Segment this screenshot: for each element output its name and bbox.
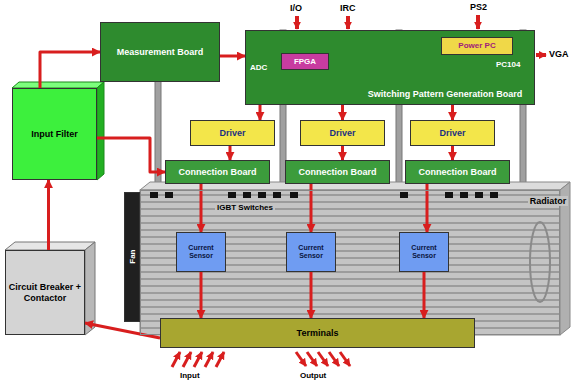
node-label: Current Sensor (402, 244, 446, 260)
power-arrow (341, 146, 344, 160)
current-sensor: Current Sensor (286, 232, 336, 272)
connection-board: Connection Board (405, 160, 510, 184)
input-arrow (205, 352, 213, 367)
input-arrow (172, 352, 180, 367)
power-arrow (259, 105, 262, 120)
power-arrow (451, 105, 454, 120)
igbt-switch (150, 192, 158, 198)
igbt-switch (165, 192, 173, 198)
power-arrow (220, 55, 245, 58)
signal-label: ADC (250, 63, 267, 72)
driver-board: Driver (190, 120, 275, 146)
power-arrow (40, 52, 100, 88)
node-label: Current Sensor (179, 244, 223, 260)
connection-board: Connection Board (165, 160, 270, 184)
signal-arrow (536, 53, 546, 57)
signal-arrow (476, 15, 480, 29)
current-sensor: Current Sensor (399, 232, 449, 272)
node-label: Input Filter (31, 129, 78, 139)
signal-label: PS2 (470, 2, 487, 12)
signal-label: PC104 (496, 60, 520, 69)
signal-arrow (295, 16, 299, 29)
node-label: Radiator (528, 196, 569, 206)
connection-board: Connection Board (285, 160, 390, 184)
node-label: Driver (329, 128, 355, 138)
radiator-fins (140, 190, 560, 335)
signal-label: I/O (290, 3, 302, 13)
node-label: Current Sensor (289, 244, 333, 260)
input-arrow (183, 352, 191, 367)
igbt-switch (460, 192, 468, 198)
input-filter-box: Input Filter (12, 88, 97, 180)
node-label: Connection Board (299, 167, 377, 177)
power-arrow (47, 180, 50, 250)
node-label: Power PC (458, 41, 495, 50)
signal-label: VGA (549, 49, 569, 59)
switching-board: Switching Pattern Generation Board FPGA Po… (245, 30, 535, 105)
signal-label: IGBT Switches (215, 203, 275, 212)
power-arrow (310, 184, 313, 232)
output-arrow (307, 352, 317, 366)
radiator-block: RadiatorCurrent SensorCurrent SensorCurr… (140, 190, 560, 335)
power-arrow (229, 146, 232, 160)
node-label: Driver (439, 128, 465, 138)
power-arrow (97, 138, 165, 172)
igbt-switch (258, 192, 266, 198)
igbt-switch (400, 192, 408, 198)
power-arrow (426, 184, 429, 232)
node-label: Fan (127, 250, 136, 264)
igbt-switch (273, 192, 281, 198)
igbt-switch (445, 192, 453, 198)
input-arrow (216, 352, 224, 367)
power-arrow (200, 272, 203, 318)
power-arrow (451, 146, 454, 160)
signal-arrow (346, 16, 350, 29)
output-arrow (340, 352, 350, 366)
input-arrow (194, 352, 202, 367)
fpga-chip: FPGA (281, 53, 329, 70)
igbt-switch (290, 192, 298, 198)
terminal-bar: Terminals (160, 318, 475, 348)
signal-label: Output (300, 371, 326, 380)
power-arrow (85, 323, 160, 338)
measurement-board: Measurement Board (100, 22, 220, 82)
breaker-box: Circuit Breaker + Contactor (5, 250, 85, 335)
power-pc-chip: Power PC (441, 37, 513, 55)
igbt-switch (475, 192, 483, 198)
output-arrow (329, 352, 339, 366)
node-label: Driver (219, 128, 245, 138)
filter-side (97, 82, 104, 180)
radiator-vent (530, 222, 550, 302)
node-label: FPGA (294, 57, 316, 66)
power-arrow (423, 272, 426, 318)
igbt-switch (243, 192, 251, 198)
signal-label: IRC (340, 3, 356, 13)
node-label: Switching Pattern Generation Board (368, 89, 523, 99)
power-arrow (341, 105, 344, 120)
breaker-side (85, 242, 95, 335)
node-label: Connection Board (179, 167, 257, 177)
output-arrow (296, 352, 306, 366)
igbt-switch (228, 192, 236, 198)
igbt-switch (490, 192, 498, 198)
driver-board: Driver (300, 120, 385, 146)
node-label: Terminals (297, 328, 339, 338)
current-sensor: Current Sensor (176, 232, 226, 272)
signal-label: Input (180, 371, 200, 380)
power-arrow (310, 272, 313, 318)
output-arrow (318, 352, 328, 366)
node-label: Measurement Board (117, 47, 204, 57)
node-label: Connection Board (419, 167, 497, 177)
driver-board: Driver (410, 120, 495, 146)
power-arrow (200, 184, 203, 232)
node-label: Circuit Breaker + Contactor (8, 282, 82, 303)
fan-panel: Fan (124, 192, 140, 322)
